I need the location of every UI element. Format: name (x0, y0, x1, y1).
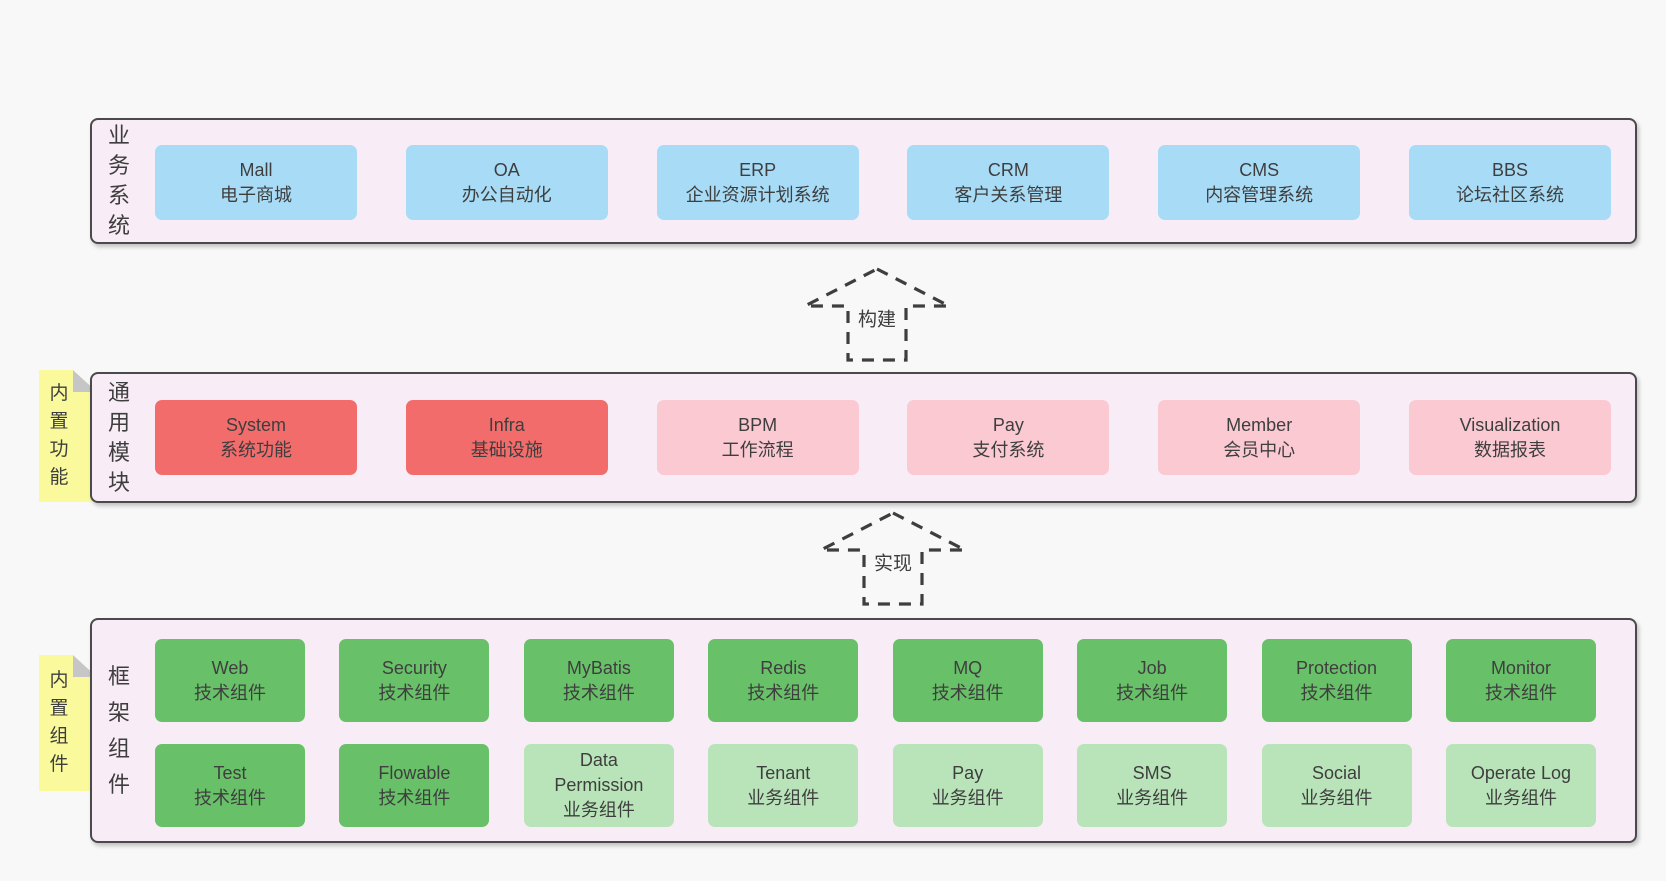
band-business-side-label: 业务系统 (107, 123, 130, 238)
framework-boxes-row-1: Web 技术组件 Security 技术组件 MyBatis 技术组件 Redi… (155, 639, 1596, 722)
box-mybatis: MyBatis 技术组件 (523, 639, 674, 722)
band-framework-components: 框架组件 Web 技术组件 Security 技术组件 MyBatis 技术组件… (90, 618, 1637, 843)
framework-boxes-row-2: Test 技术组件 Flowable 技术组件 Data Permission … (155, 744, 1596, 827)
box-monitor: Monitor 技术组件 (1445, 639, 1596, 722)
build-arrow-label: 构建 (853, 302, 901, 334)
box-protection: Protection 技术组件 (1261, 639, 1412, 722)
box-member: Member 会员中心 (1158, 400, 1361, 475)
box-cms: CMS 内容管理系统 (1158, 145, 1361, 220)
box-job: Job 技术组件 (1077, 639, 1228, 722)
box-sms: SMS 业务组件 (1077, 744, 1228, 827)
box-system: System 系统功能 (155, 400, 357, 475)
band-modules-side-label: 通用模块 (107, 379, 130, 495)
box-crm: CRM 客户关系管理 (907, 145, 1110, 220)
band-common-modules: 通用模块 System 系统功能 Infra 基础设施 BPM 工作流程 Pay… (90, 372, 1637, 503)
box-pay-component: Pay 业务组件 (892, 744, 1043, 827)
sticky-note-built-in-components: 内置组件 (39, 655, 97, 791)
band-framework-side-label: 框架组件 (107, 663, 130, 797)
sticky-modules-label: 内置功能 (49, 383, 69, 488)
box-oa: OA 办公自动化 (405, 145, 608, 220)
box-infra: Infra 基础设施 (405, 400, 608, 475)
box-bbs: BBS 论坛社区系统 (1408, 145, 1611, 220)
box-erp: ERP 企业资源计划系统 (656, 145, 859, 220)
box-mall: Mall 电子商城 (155, 145, 357, 220)
box-social: Social 业务组件 (1261, 744, 1412, 827)
box-pay-module: Pay 支付系统 (907, 400, 1110, 475)
business-boxes-row: Mall 电子商城 OA 办公自动化 ERP 企业资源计划系统 CRM 客户关系… (155, 145, 1611, 220)
box-web: Web 技术组件 (155, 639, 305, 722)
box-visualization: Visualization 数据报表 (1408, 400, 1611, 475)
box-test: Test 技术组件 (155, 744, 305, 827)
box-redis: Redis 技术组件 (708, 639, 859, 722)
box-mq: MQ 技术组件 (892, 639, 1043, 722)
modules-boxes-row: System 系统功能 Infra 基础设施 BPM 工作流程 Pay 支付系统… (155, 400, 1611, 475)
box-data-permission: Data Permission 业务组件 (523, 744, 674, 827)
box-operate-log: Operate Log 业务组件 (1445, 744, 1596, 827)
implement-arrow-label: 实现 (869, 546, 917, 578)
implement-arrow: 实现 (818, 510, 968, 608)
box-security: Security 技术组件 (339, 639, 490, 722)
box-bpm: BPM 工作流程 (656, 400, 859, 475)
box-flowable: Flowable 技术组件 (339, 744, 490, 827)
box-tenant: Tenant 业务组件 (708, 744, 859, 827)
build-arrow: 构建 (802, 266, 952, 364)
band-business-systems: 业务系统 Mall 电子商城 OA 办公自动化 ERP 企业资源计划系统 CRM… (90, 118, 1637, 244)
sticky-framework-label: 内置组件 (49, 670, 69, 775)
sticky-note-built-in-features: 内置功能 (39, 370, 97, 502)
